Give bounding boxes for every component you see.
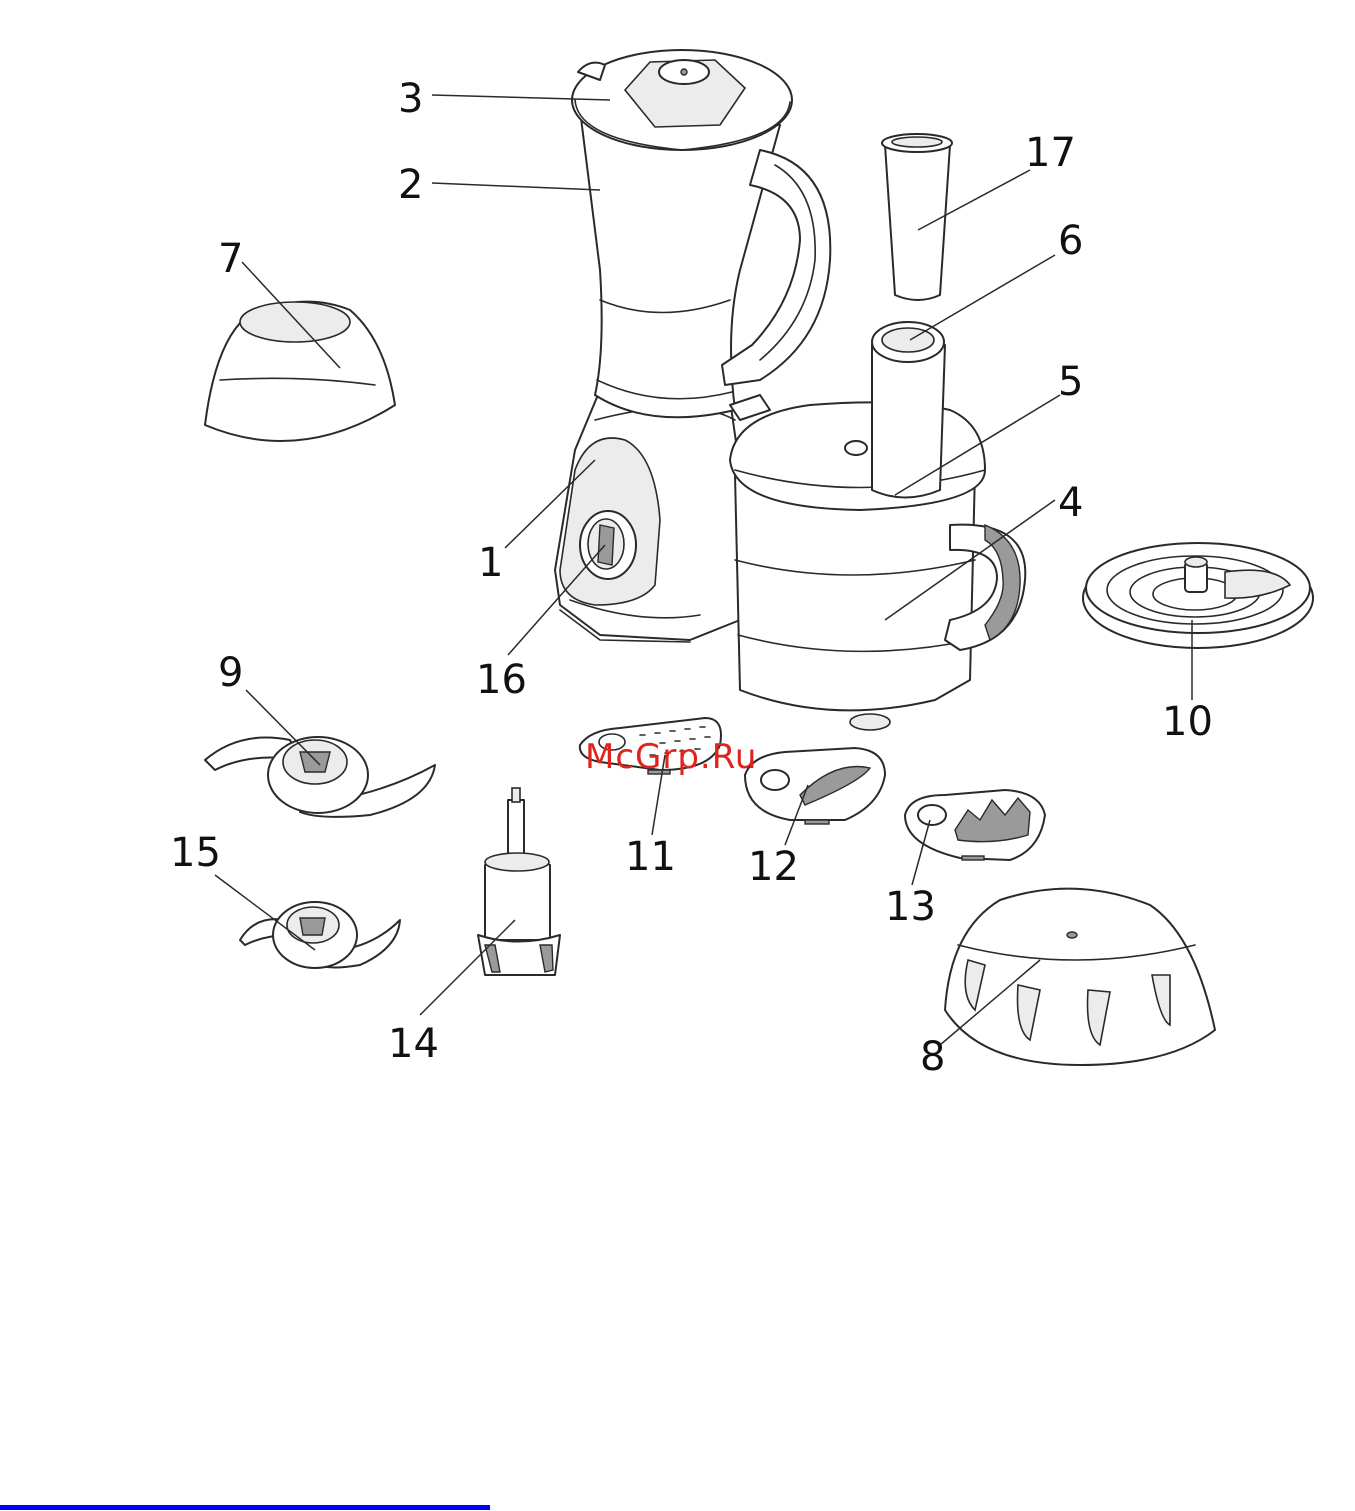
slicing-disc <box>1083 543 1313 648</box>
blender-jar <box>580 110 830 417</box>
label-8: 8 <box>920 1034 945 1080</box>
label-17: 17 <box>1025 130 1076 176</box>
label-7: 7 <box>218 236 243 282</box>
label-4: 4 <box>1058 480 1083 526</box>
kneading-blade <box>205 737 435 817</box>
label-9: 9 <box>218 650 243 696</box>
dome-cover <box>205 302 395 441</box>
motor-base <box>555 390 740 642</box>
label-5: 5 <box>1058 359 1083 405</box>
shredder-disc <box>745 748 885 824</box>
storage-cover <box>945 889 1215 1065</box>
control-knob <box>580 511 636 579</box>
bowl-lid <box>730 395 985 510</box>
label-12: 12 <box>748 844 799 890</box>
label-2: 2 <box>398 162 423 208</box>
label-15: 15 <box>170 830 221 876</box>
label-6: 6 <box>1058 218 1083 264</box>
emulsifying-disc <box>905 790 1045 860</box>
label-16: 16 <box>476 657 527 703</box>
label-14: 14 <box>388 1021 439 1067</box>
watermark: McGrp.Ru <box>585 737 757 777</box>
bottom-rule <box>0 1505 490 1510</box>
chopper-shaft <box>478 788 560 975</box>
label-3: 3 <box>398 76 423 122</box>
label-10: 10 <box>1162 699 1213 745</box>
label-1: 1 <box>478 540 503 586</box>
label-11: 11 <box>625 834 676 880</box>
label-13: 13 <box>885 884 936 930</box>
